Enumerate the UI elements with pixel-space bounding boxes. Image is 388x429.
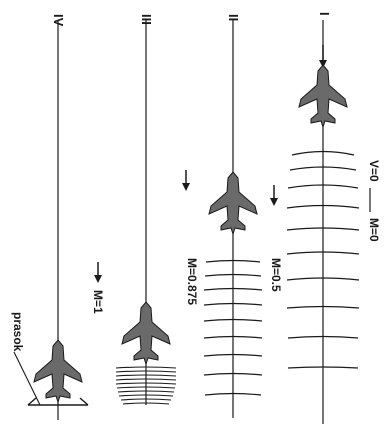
- aircraft-icon: [122, 302, 170, 364]
- arrow-icon: [94, 275, 102, 283]
- arrow-icon: [270, 198, 278, 206]
- aircraft-icon: [299, 65, 347, 127]
- speed-label-1: V=0: [367, 160, 381, 182]
- panel-1: I V=0 M=0: [287, 12, 381, 424]
- mach-label-2: M=0.5: [269, 258, 283, 292]
- panel-numeral-2: II: [226, 14, 241, 21]
- panel-2: II M=0.5: [182, 14, 283, 418]
- panel-4: IV prasok M=1: [11, 14, 105, 420]
- panel-numeral-3: III: [139, 14, 154, 25]
- arrow-icon: [182, 183, 190, 191]
- mach-label-3: M=0.875: [185, 258, 199, 305]
- panel-numeral-1: I: [317, 12, 332, 16]
- panel-numeral-4: IV: [51, 14, 66, 27]
- aircraft-icon: [209, 172, 257, 234]
- mach-label-1: M=0: [367, 218, 381, 242]
- aircraft-icon: [34, 340, 82, 402]
- panel-3: III M=0.875: [116, 14, 199, 405]
- angle-label: prasok: [11, 312, 25, 352]
- mach-label-4: M=1: [91, 290, 105, 314]
